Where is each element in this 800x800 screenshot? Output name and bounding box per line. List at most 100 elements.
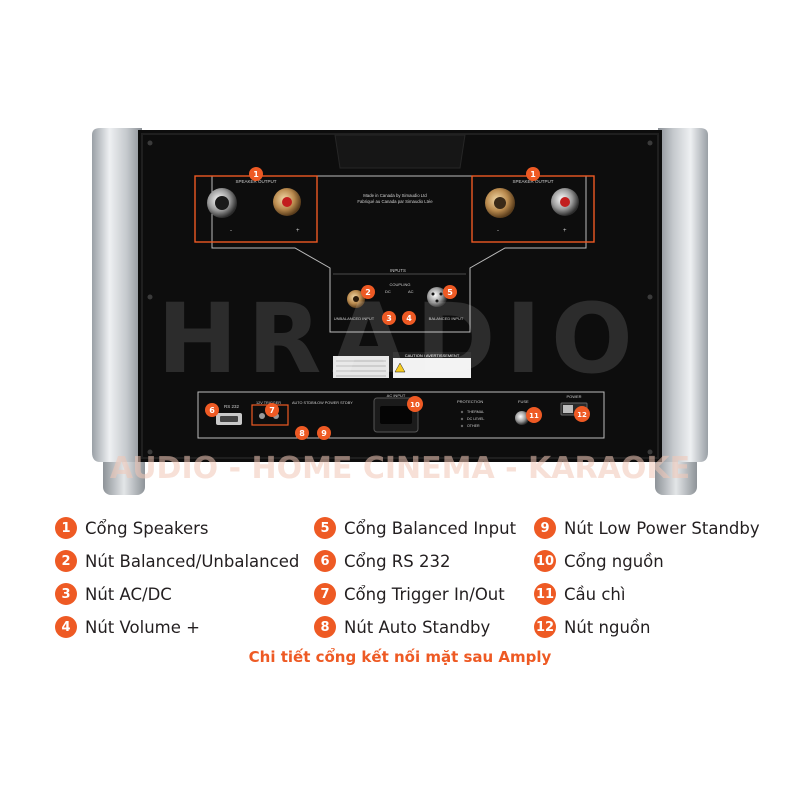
svg-text:1: 1 bbox=[253, 170, 259, 179]
legend-number: 10 bbox=[534, 550, 556, 572]
svg-text:10: 10 bbox=[410, 401, 420, 409]
marker-1-right: 1 bbox=[526, 167, 540, 181]
legend-item-6: 6 Cổng RS 232 bbox=[314, 548, 450, 574]
marker-1-left: 1 bbox=[249, 167, 263, 181]
svg-text:AC INPUT: AC INPUT bbox=[387, 393, 406, 398]
svg-text:5: 5 bbox=[447, 288, 453, 297]
svg-text:12V TRIGGER: 12V TRIGGER bbox=[256, 401, 281, 405]
fuse-holder bbox=[515, 411, 529, 425]
left-side-panel bbox=[92, 128, 142, 462]
svg-text:1: 1 bbox=[530, 170, 536, 179]
legend-label: Cổng RS 232 bbox=[344, 551, 451, 571]
marker-11: 11 bbox=[526, 407, 542, 423]
speaker-terminals-right: - + bbox=[485, 188, 579, 234]
legend-item-3: 3 Nút AC/DC bbox=[55, 581, 172, 607]
marker-4: 4 bbox=[402, 311, 416, 325]
marker-10: 10 bbox=[407, 396, 423, 412]
left-foot bbox=[103, 455, 145, 495]
marker-7: 7 bbox=[265, 403, 279, 417]
speaker-terminals-left: - + bbox=[207, 188, 301, 234]
svg-text:AUTO STDBY: AUTO STDBY bbox=[292, 401, 317, 405]
legend-number: 3 bbox=[55, 583, 77, 605]
legend-item-5: 5 Cổng Balanced Input bbox=[314, 515, 516, 541]
svg-text:POWER: POWER bbox=[566, 394, 581, 399]
legend-item-7: 7 Cổng Trigger In/Out bbox=[314, 581, 505, 607]
legend-label: Cổng Balanced Input bbox=[344, 518, 517, 538]
legend-label: Cổng nguồn bbox=[564, 551, 664, 571]
legend-number: 6 bbox=[314, 550, 336, 572]
panel-outline bbox=[211, 175, 587, 333]
legend-item-9: 9 Nút Low Power Standby bbox=[534, 515, 760, 541]
svg-text:-: - bbox=[230, 228, 232, 234]
svg-text:Made in Canada by Simaudio Ltd: Made in Canada by Simaudio Ltd bbox=[363, 193, 427, 198]
right-foot bbox=[655, 455, 697, 495]
callout-markers: 1 1 2 3 4 5 6 7 8 9 10 11 12 bbox=[205, 167, 590, 440]
svg-text:-: - bbox=[497, 228, 499, 234]
legend-item-2: 2 Nút Balanced/Unbalanced bbox=[55, 548, 299, 574]
legend-number: 8 bbox=[314, 616, 336, 638]
svg-text:9: 9 bbox=[321, 429, 327, 438]
svg-text:BALANCED INPUT: BALANCED INPUT bbox=[429, 316, 464, 321]
legend: 1 Cổng Speakers 2 Nút Balanced/Unbalance… bbox=[0, 500, 800, 800]
svg-text:2: 2 bbox=[365, 288, 371, 297]
marker-3: 3 bbox=[382, 311, 396, 325]
marker-2: 2 bbox=[361, 285, 375, 299]
svg-text:AC: AC bbox=[408, 289, 414, 294]
legend-number: 12 bbox=[534, 616, 556, 638]
right-side-panel bbox=[658, 128, 708, 462]
svg-text:12: 12 bbox=[577, 411, 587, 419]
svg-text:RS 232: RS 232 bbox=[224, 404, 240, 409]
legend-caption: Chi tiết cổng kết nối mặt sau Amply bbox=[248, 648, 552, 666]
marker-5: 5 bbox=[443, 285, 457, 299]
marker-6: 6 bbox=[205, 403, 219, 417]
svg-text:OTHER: OTHER bbox=[467, 424, 480, 428]
svg-text:PROTECTION: PROTECTION bbox=[457, 399, 483, 404]
svg-text:Fabriqué au Canada par Simaudi: Fabriqué au Canada par Simaudio Ltée bbox=[357, 199, 433, 204]
legend-number: 9 bbox=[534, 517, 556, 539]
legend-label: Nút Balanced/Unbalanced bbox=[85, 551, 300, 571]
legend-label: Nút Volume + bbox=[85, 617, 200, 637]
watermark-brand: HRADIO bbox=[157, 283, 643, 395]
svg-text:6: 6 bbox=[209, 406, 215, 415]
svg-text:+: + bbox=[296, 228, 300, 234]
svg-text:+: + bbox=[563, 228, 567, 234]
legend-item-1: 1 Cổng Speakers bbox=[55, 515, 209, 541]
watermark-tagline: AUDIO - HOME CINEMA - KARAOKE bbox=[110, 451, 690, 486]
marker-9: 9 bbox=[317, 426, 331, 440]
legend-number: 1 bbox=[55, 517, 77, 539]
handle-slot bbox=[334, 134, 466, 169]
svg-text:DC: DC bbox=[385, 289, 391, 294]
amplifier-rear-panel-photo: SPEAKER OUTPUT SPEAKER OUTPUT - + - + Ma… bbox=[92, 128, 708, 495]
svg-text:CAUTION / AVERTISSEMENT: CAUTION / AVERTISSEMENT bbox=[405, 353, 460, 358]
svg-text:THERMAL: THERMAL bbox=[467, 410, 484, 414]
serial-label bbox=[333, 356, 389, 378]
legend-item-8: 8 Nút Auto Standby bbox=[314, 614, 490, 640]
legend-item-11: 11 Cầu chì bbox=[534, 581, 625, 607]
xlr-balanced-jack bbox=[427, 287, 447, 307]
marker-8: 8 bbox=[295, 426, 309, 440]
svg-text:INPUTS: INPUTS bbox=[390, 268, 406, 273]
marker-12: 12 bbox=[574, 406, 590, 422]
legend-label: Nút Low Power Standby bbox=[564, 518, 760, 538]
legend-label: Cổng Speakers bbox=[85, 518, 209, 538]
legend-item-10: 10 Cổng nguồn bbox=[534, 548, 664, 574]
legend-label: Nút Auto Standby bbox=[344, 617, 491, 637]
svg-text:3: 3 bbox=[386, 314, 392, 323]
legend-label: Cổng Trigger In/Out bbox=[344, 584, 505, 604]
svg-text:SPEAKER OUTPUT: SPEAKER OUTPUT bbox=[235, 179, 276, 184]
svg-text:11: 11 bbox=[529, 412, 539, 420]
legend-label: Nút AC/DC bbox=[85, 584, 172, 604]
legend-item-12: 12 Nút nguồn bbox=[534, 614, 650, 640]
svg-text:UNBALANCED INPUT: UNBALANCED INPUT bbox=[334, 316, 375, 321]
legend-item-4: 4 Nút Volume + bbox=[55, 614, 200, 640]
svg-text:4: 4 bbox=[406, 314, 412, 323]
svg-text:SPEAKER OUTPUT: SPEAKER OUTPUT bbox=[512, 179, 553, 184]
svg-text:LOW POWER STDBY: LOW POWER STDBY bbox=[315, 401, 353, 405]
svg-text:DC LEVEL: DC LEVEL bbox=[467, 417, 484, 421]
legend-number: 4 bbox=[55, 616, 77, 638]
legend-number: 2 bbox=[55, 550, 77, 572]
control-strip bbox=[197, 391, 605, 439]
legend-label: Nút nguồn bbox=[564, 617, 651, 637]
svg-text:7: 7 bbox=[269, 406, 275, 415]
legend-number: 5 bbox=[314, 517, 336, 539]
